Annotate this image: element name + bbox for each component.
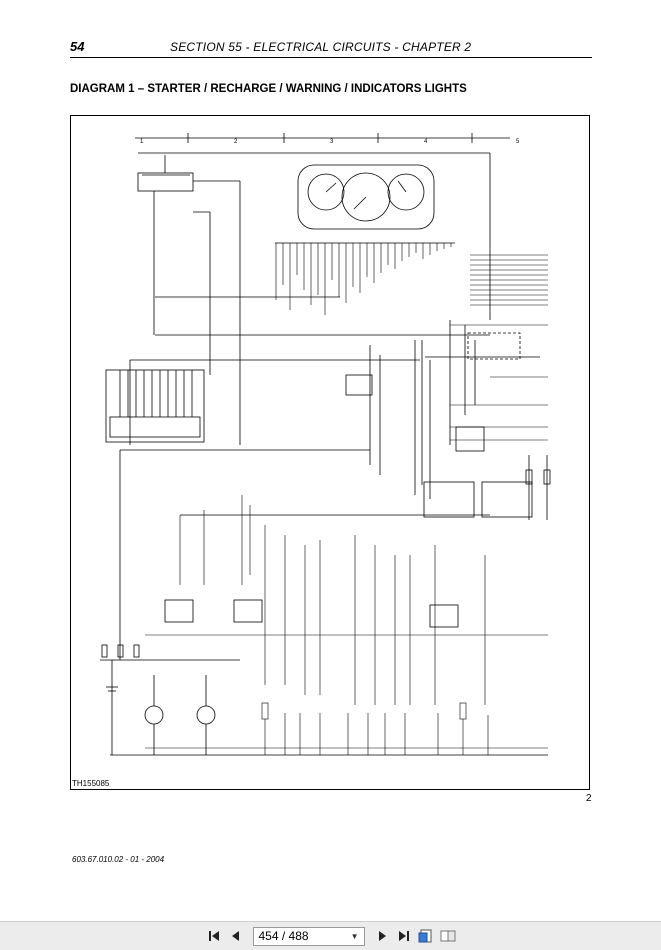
figure-number: 2 (586, 793, 592, 804)
chevron-down-icon: ▼ (350, 931, 359, 941)
previous-page-button[interactable] (225, 925, 247, 947)
next-page-button[interactable] (371, 925, 393, 947)
page-selector[interactable]: 454 / 488 ▼ (252, 926, 365, 946)
column-number-2: 2 (234, 139, 238, 145)
last-page-button[interactable] (393, 925, 415, 947)
column-number-5: 5 (516, 139, 520, 145)
page-indicator: 454 / 488 (258, 929, 309, 943)
two-page-icon (440, 930, 455, 942)
header-rule (70, 57, 592, 58)
first-page-button[interactable] (203, 925, 225, 947)
diagram-title: DIAGRAM 1 – STARTER / RECHARGE / WARNING… (70, 83, 467, 95)
fit-page-button[interactable] (415, 925, 437, 947)
column-number-4: 4 (424, 139, 428, 145)
document-reference: 603.67.010.02 - 01 - 2004 (72, 855, 165, 864)
document-page: 54 SECTION 55 - ELECTRICAL CIRCUITS - CH… (70, 39, 592, 864)
column-number-1: 1 (140, 139, 144, 145)
column-number-3: 3 (330, 139, 334, 145)
fit-page-icon (418, 929, 431, 943)
viewer-toolbar: 454 / 488 ▼ (0, 921, 661, 950)
wiring-schematic: 1 2 3 4 5 (100, 133, 551, 756)
previous-page-icon (231, 931, 239, 941)
page-number: 54 (70, 39, 85, 54)
section-title: SECTION 55 - ELECTRICAL CIRCUITS - CHAPT… (170, 40, 472, 54)
next-page-icon (378, 931, 386, 941)
last-page-icon (398, 931, 409, 941)
figure-code: TH155085 (72, 779, 110, 788)
diagram-frame (70, 115, 590, 790)
two-page-button[interactable] (437, 925, 459, 947)
first-page-icon (208, 931, 219, 941)
